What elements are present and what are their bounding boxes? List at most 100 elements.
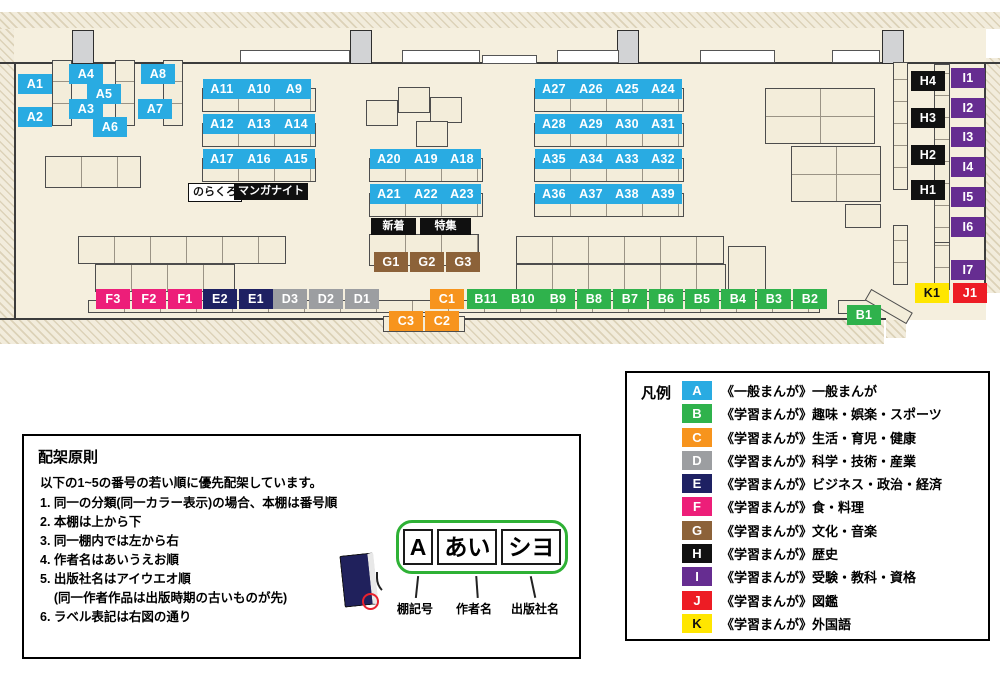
caption-shelf-code: 棚記号 [397,602,434,616]
shelf-badge-J1: J1 [953,283,987,303]
legend-badge-G: G [682,520,712,540]
shelf [516,236,724,264]
shelf-badge-A27: A27 [535,79,573,99]
window-strip [700,50,775,63]
shelf-badge-G1: G1 [374,252,408,272]
shelf-badge-B8: B8 [577,289,611,309]
shelf-badge-D1: D1 [345,289,379,309]
shelf [398,87,430,113]
shelf-badge-I5: I5 [951,187,985,207]
wall-line [14,62,16,320]
shelf-badge-A36: A36 [535,184,573,204]
shelf [366,100,398,126]
legend-badge-K: K [682,613,712,633]
principles-box: 配架原則 以下の1~5の番号の若い順に優先配架しています。 1. 同一の分類(同… [22,434,581,659]
shelf-badge-B11: B11 [467,289,505,309]
shelf-badge-B9: B9 [541,289,575,309]
legend-badge-F: F [682,497,712,517]
shelf-badge-A8: A8 [141,64,175,84]
principle-item: 4. 作者名はあいうえお順 [40,553,179,567]
shelf-badge-I1: I1 [951,68,985,88]
label-highlight-circle [362,593,379,610]
legend-row-H: H《学習まんが》歴史 [682,544,942,564]
shelf-badge-A7: A7 [138,99,172,119]
shelf-badge-A13: A13 [240,114,278,134]
legend-label: 《学習まんが》科学・技術・産業 [721,453,917,469]
pillar [350,30,372,64]
principle-item: 3. 同一棚内では左から右 [40,534,179,548]
shelf-badge-A2: A2 [18,107,52,127]
label-shelf-code: A [402,528,434,566]
shelf [791,146,881,202]
shelf-badge-A14: A14 [277,114,315,134]
shelf-badge-A9: A9 [277,79,311,99]
shelf-badge-I7: I7 [951,260,985,280]
shelf-badge-G2: G2 [410,252,444,272]
shelf-badge-E1: E1 [239,289,273,309]
legend-label: 《学習まんが》受験・教科・資格 [721,570,917,586]
window-strip [240,50,350,63]
shelf-badge-A22: A22 [407,184,445,204]
shelf-badge-A3: A3 [69,99,103,119]
shelf [934,242,950,290]
shelf-badge-B5: B5 [685,289,719,309]
legend-row-I: I 《学習まんが》受験・教科・資格 [682,567,942,587]
shelf-badge-A35: A35 [535,149,573,169]
caption-author: 作者名 [456,602,493,616]
shelf-badge-D2: D2 [309,289,343,309]
shelf-badge-B10: B10 [504,289,542,309]
shelf-badge-A11: A11 [203,79,241,99]
shelf [95,264,235,292]
legend-label: 《学習まんが》文化・音楽 [721,523,878,539]
legend-label: 《学習まんが》図鑑 [721,593,839,609]
legend-badge-B: B [682,404,712,424]
legend-badge-I: I [682,567,712,587]
shelf-badge-A6: A6 [93,117,127,137]
shelf-badge-H3: H3 [911,108,945,128]
shelf-badge-C3: C3 [389,311,423,331]
shelf-badge-H2: H2 [911,145,945,165]
shelf-badge-A19: A19 [407,149,445,169]
legend-row-G: G 《学習まんが》文化・音楽 [682,520,942,540]
shelf [52,60,72,126]
shelf-badge-A34: A34 [572,149,610,169]
shelf-badge-A10: A10 [240,79,278,99]
shelf-badge-B7: B7 [613,289,647,309]
shelf-badge-B3: B3 [757,289,791,309]
shelf-badge-A29: A29 [572,114,610,134]
pillar [72,30,94,64]
shelf-badge-A25: A25 [608,79,646,99]
label-publisher: シヨ [501,528,562,566]
shelf [893,225,908,285]
shelf [416,121,448,147]
shelf-badge-A31: A31 [644,114,682,134]
label-example: A あい シヨ [396,520,568,574]
map-label: 新着 [371,218,416,235]
shelf-badge-I6: I6 [951,217,985,237]
legend-label: 《学習まんが》食・料理 [721,500,865,516]
shelf-badge-I3: I3 [951,127,985,147]
wall-line [984,62,986,292]
window-strip [402,50,480,63]
legend-label: 《学習まんが》歴史 [721,547,839,563]
shelf-badge-A20: A20 [370,149,408,169]
shelf-badge-A21: A21 [370,184,408,204]
shelf-badge-C1: C1 [430,289,464,309]
shelf-badge-A33: A33 [608,149,646,169]
shelf-badge-D3: D3 [273,289,307,309]
shelf-badge-G3: G3 [446,252,480,272]
shelf-badge-F3: F3 [96,289,130,309]
principles-title: 配架原則 [38,449,99,466]
pointer-curve [376,572,396,596]
shelf-badge-F1: F1 [168,289,202,309]
shelf-badge-A28: A28 [535,114,573,134]
shelf-badge-B1: B1 [847,305,881,325]
shelf [845,204,881,228]
leader-line [529,576,537,598]
shelf-badge-E2: E2 [203,289,237,309]
shelf-badge-I4: I4 [951,157,985,177]
